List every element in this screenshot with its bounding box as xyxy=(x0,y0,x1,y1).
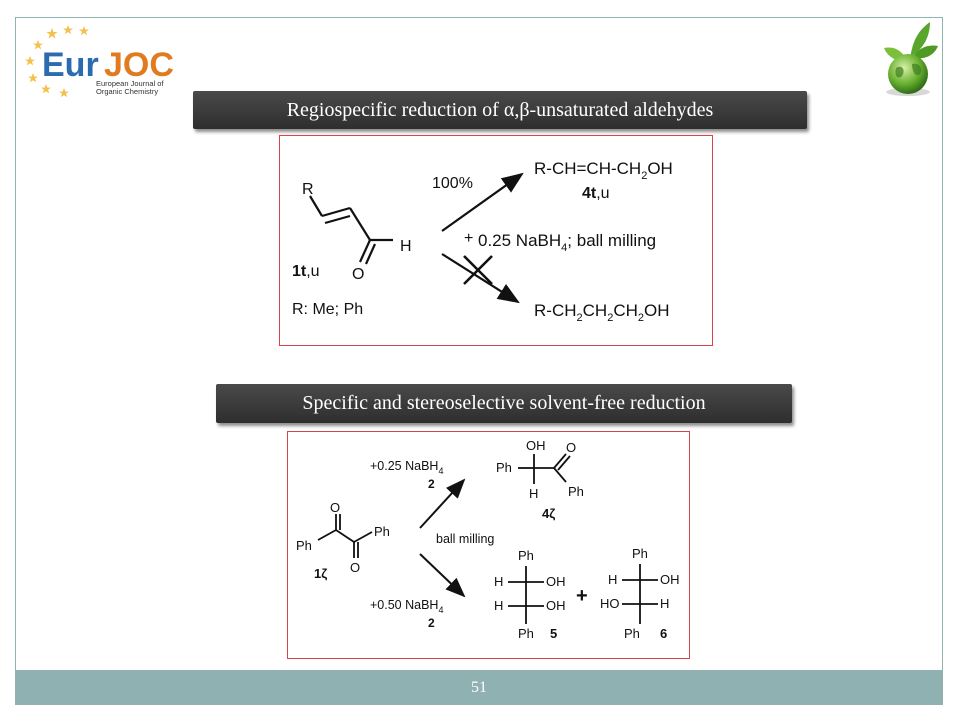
arrow-to-allylic-alcohol xyxy=(441,172,524,232)
banner-regiospecific: Regiospecific reduction of α,β-unsaturat… xyxy=(193,91,807,129)
benzoin-ph-left: Ph xyxy=(496,460,512,475)
compound-1zeta-label: 1ζ xyxy=(314,566,327,581)
r-definition: R: Me; Ph xyxy=(292,301,363,318)
benzoin-ph-right: Ph xyxy=(568,484,584,499)
diol-5-h2: H xyxy=(494,598,503,613)
diol-6-oh1: OH xyxy=(660,572,680,587)
enal-structure xyxy=(309,195,393,265)
benzoin-oh: OH xyxy=(526,438,546,453)
banner-stereoselective: Specific and stereoselective solvent-fre… xyxy=(216,384,792,423)
diol-6-h2: H xyxy=(660,596,669,611)
benzoin-o: O xyxy=(566,440,576,455)
logo-joc-text: JOC xyxy=(104,46,174,84)
aldehyde-h-label: H xyxy=(400,238,412,255)
eurjoc-logo: Eur JOC European Journal of Organic Chem… xyxy=(25,25,174,97)
blocked-cross-icon xyxy=(463,255,493,285)
diol-6-ho: HO xyxy=(600,596,620,611)
diol-6-ph-top: Ph xyxy=(632,546,648,561)
reagent-bottom: +0.50 NaBH4 xyxy=(370,598,443,615)
compound-4zeta-label: 4ζ xyxy=(542,506,555,521)
diol-6-ph-bottom: Ph xyxy=(624,626,640,641)
benzil-o-top: O xyxy=(330,500,340,515)
footer-bar: 51 xyxy=(15,670,943,705)
reagent-bottom-equiv: 2 xyxy=(428,616,435,630)
yield-label: 100% xyxy=(432,175,473,192)
compound-5-label: 5 xyxy=(550,626,557,641)
arrow-to-benzoin xyxy=(419,478,466,529)
diol-5-ph-bottom: Ph xyxy=(518,626,534,641)
reaction-scheme-1: R H O 1t,u R: Me; Ph 100% R-CH=CH-CH2OH … xyxy=(279,135,713,346)
arrow-to-saturated-alcohol xyxy=(441,253,520,304)
logo-eur-text: Eur xyxy=(42,46,99,84)
diol-6-structure xyxy=(622,564,658,624)
compound-6-label: 6 xyxy=(660,626,667,641)
diol-5-oh1: OH xyxy=(546,574,566,589)
benzil-o-bottom: O xyxy=(350,560,360,575)
product-allylic-alcohol: R-CH=CH-CH2OH xyxy=(534,159,673,182)
benzoin-structure xyxy=(518,453,571,484)
product-saturated-alcohol: R-CH2CH2CH2OH xyxy=(534,301,670,324)
diol-5-oh2: OH xyxy=(546,598,566,613)
compound-1tu-label: 1t,u xyxy=(292,263,320,280)
reagent-nabh4-ball-milling: 0.25 NaBH4; ball milling xyxy=(478,231,656,254)
aldehyde-o-label: O xyxy=(352,266,364,283)
star-ring-icon xyxy=(25,25,89,97)
benzoin-h: H xyxy=(529,486,538,501)
reagent-ball-milling: ball milling xyxy=(436,532,494,546)
logo-subtitle-1: European Journal of xyxy=(96,79,164,88)
reagent-top: +0.25 NaBH4 xyxy=(370,459,443,476)
diol-5-h1: H xyxy=(494,574,503,589)
reagent-top-equiv: 2 xyxy=(428,477,435,491)
diol-6-h1: H xyxy=(608,572,617,587)
reaction-scheme-2: O O Ph Ph 1ζ +0.25 NaBH4 2 ball milling … xyxy=(287,431,690,659)
diol-5-ph-top: Ph xyxy=(518,548,534,563)
plus-sign-diols: + xyxy=(576,585,588,607)
diol-5-structure xyxy=(508,566,544,624)
benzil-ph-left: Ph xyxy=(296,538,312,553)
benzil-structure xyxy=(317,514,373,558)
benzil-ph-right: Ph xyxy=(374,524,390,539)
page-number: 51 xyxy=(471,678,487,696)
scheme-1-drawing: R H O 1t,u R: Me; Ph 100% R-CH=CH-CH2OH … xyxy=(292,159,673,324)
r-substituent-label: R xyxy=(302,181,314,198)
product-4tu-label: 4t,u xyxy=(582,185,610,202)
logo-subtitle-2: Organic Chemistry xyxy=(96,87,158,96)
scheme-2-drawing: O O Ph Ph 1ζ +0.25 NaBH4 2 ball milling … xyxy=(296,438,680,641)
plus-sign: + xyxy=(464,230,473,247)
green-globe-icon xyxy=(884,22,938,96)
arrow-to-diols xyxy=(419,553,466,598)
